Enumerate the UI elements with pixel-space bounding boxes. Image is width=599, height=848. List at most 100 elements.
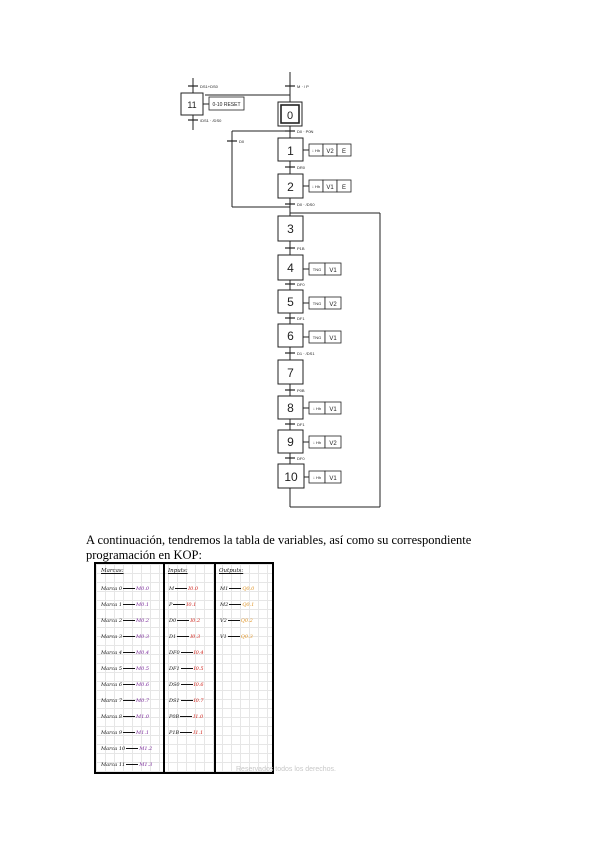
transition-3-4: P1B — [297, 246, 305, 251]
marcas-row: Marca 3 M0.3 — [101, 634, 149, 640]
assignment-line — [227, 620, 240, 621]
inputs-header: Inputs: — [168, 568, 188, 574]
assignment-line — [123, 652, 136, 653]
action-2-e: E — [342, 185, 346, 191]
action-5-var: V2 — [329, 302, 337, 308]
variable-name: Marca 10 — [101, 746, 126, 752]
intro-paragraph: A continuación, tendremos la tabla de va… — [86, 532, 472, 562]
marcas-row: Marca 10 M1.2 — [101, 746, 152, 752]
inputs-row: P0B I1.0 — [169, 714, 203, 720]
variable-address: I0.6 — [193, 682, 204, 688]
transition-11-in: DS1+DS0 — [200, 84, 219, 89]
step-11-box — [180, 92, 204, 116]
column-divider — [214, 564, 216, 772]
variable-address: I0.2 — [190, 618, 201, 624]
variable-name: P — [169, 602, 173, 608]
marcas-row: Marca 0 M0.0 — [101, 586, 149, 592]
assignment-line — [123, 668, 136, 669]
step-10-box — [277, 463, 305, 489]
inputs-row: D0 I0.2 — [169, 618, 200, 624]
action-8-var: V1 — [329, 407, 337, 413]
variable-name: Marca 11 — [101, 762, 126, 768]
action-2-var: V1 — [326, 185, 334, 191]
transition-7-8: P0B — [297, 388, 305, 393]
assignment-line — [229, 588, 242, 589]
action-6-var: V1 — [329, 336, 337, 342]
variable-name: P0B — [169, 714, 180, 720]
step-4-box — [277, 254, 304, 281]
variable-address: M0.6 — [136, 682, 150, 688]
variable-address: I0.4 — [193, 650, 204, 656]
step-6-label: 6 — [287, 329, 294, 343]
variable-address: I0.0 — [188, 586, 199, 592]
variable-name: V2 — [220, 618, 227, 624]
action-1-e: E — [342, 149, 346, 155]
assignment-line — [180, 716, 193, 717]
transition-0-1: D0 · P0N — [297, 129, 314, 134]
assignment-line — [123, 636, 136, 637]
step-1-box — [277, 137, 304, 162]
action-6-qualifier: TNG — [313, 335, 321, 340]
outputs-header: Outputs: — [219, 568, 244, 574]
action-2-qualifier: ↓ Hh — [312, 184, 320, 189]
inputs-row: DS0 I0.6 — [169, 682, 204, 688]
variable-name: M2 — [220, 602, 229, 608]
variable-name: D0 — [169, 618, 177, 624]
assignment-line — [227, 636, 240, 637]
action-4-qualifier: TNG — [313, 267, 321, 272]
variable-address: M0.4 — [136, 650, 150, 656]
variable-name: Marca 3 — [101, 634, 123, 640]
variable-address: I0.5 — [193, 666, 204, 672]
transition-8-9: DF1 — [297, 422, 305, 427]
variable-address: M0.1 — [136, 602, 150, 608]
variable-address: M1.0 — [136, 714, 150, 720]
assignment-line — [123, 732, 136, 733]
variable-address: I0.7 — [193, 698, 204, 704]
transition-0-2: D0 — [239, 139, 245, 144]
step-10-label: 10 — [284, 470, 298, 484]
variable-name: Marca 0 — [101, 586, 123, 592]
transition-9-10: DF0 — [297, 456, 305, 461]
variable-name: Marca 6 — [101, 682, 123, 688]
action-10-var: V1 — [329, 476, 337, 482]
variable-name: Marca 2 — [101, 618, 123, 624]
variable-address: Q0.0 — [242, 586, 255, 592]
step-6-box — [277, 323, 304, 348]
variable-name: DS0 — [169, 682, 180, 688]
action-9-qualifier: ↓ Hh — [313, 440, 321, 445]
variable-name: M — [169, 586, 175, 592]
variable-address: M0.3 — [136, 634, 150, 640]
transition-1-2: DR0 — [297, 165, 306, 170]
step-7-label: 7 — [287, 366, 294, 380]
step-0-label: 0 — [287, 110, 293, 122]
inputs-row: M I0.0 — [169, 586, 198, 592]
assignment-line — [180, 668, 193, 669]
variable-name: Marca 9 — [101, 730, 123, 736]
variable-address: M1.2 — [139, 746, 153, 752]
assignment-line — [229, 604, 242, 605]
transition-2-3: D0 · /DS0 — [297, 202, 315, 207]
assignment-line — [180, 684, 193, 685]
action-8-qualifier: ↓ Hh — [313, 406, 321, 411]
step-11-label: 11 — [187, 100, 196, 110]
grafcet-diagram: 11 0-10 RESET 0 1 2 3 4 5 6 7 8 9 10 ↓ H… — [180, 72, 381, 508]
variable-name: P1B — [169, 730, 180, 736]
variable-address: M0.7 — [136, 698, 150, 704]
variable-address: I1.0 — [193, 714, 204, 720]
assignment-line — [123, 700, 136, 701]
action-4-var: V1 — [329, 268, 337, 274]
variable-address: M0.0 — [136, 586, 150, 592]
transition-top: M · / P — [297, 84, 309, 89]
assignment-line — [126, 748, 139, 749]
variable-name: Marca 8 — [101, 714, 123, 720]
assignment-line — [180, 732, 193, 733]
variable-address: M0.2 — [136, 618, 150, 624]
